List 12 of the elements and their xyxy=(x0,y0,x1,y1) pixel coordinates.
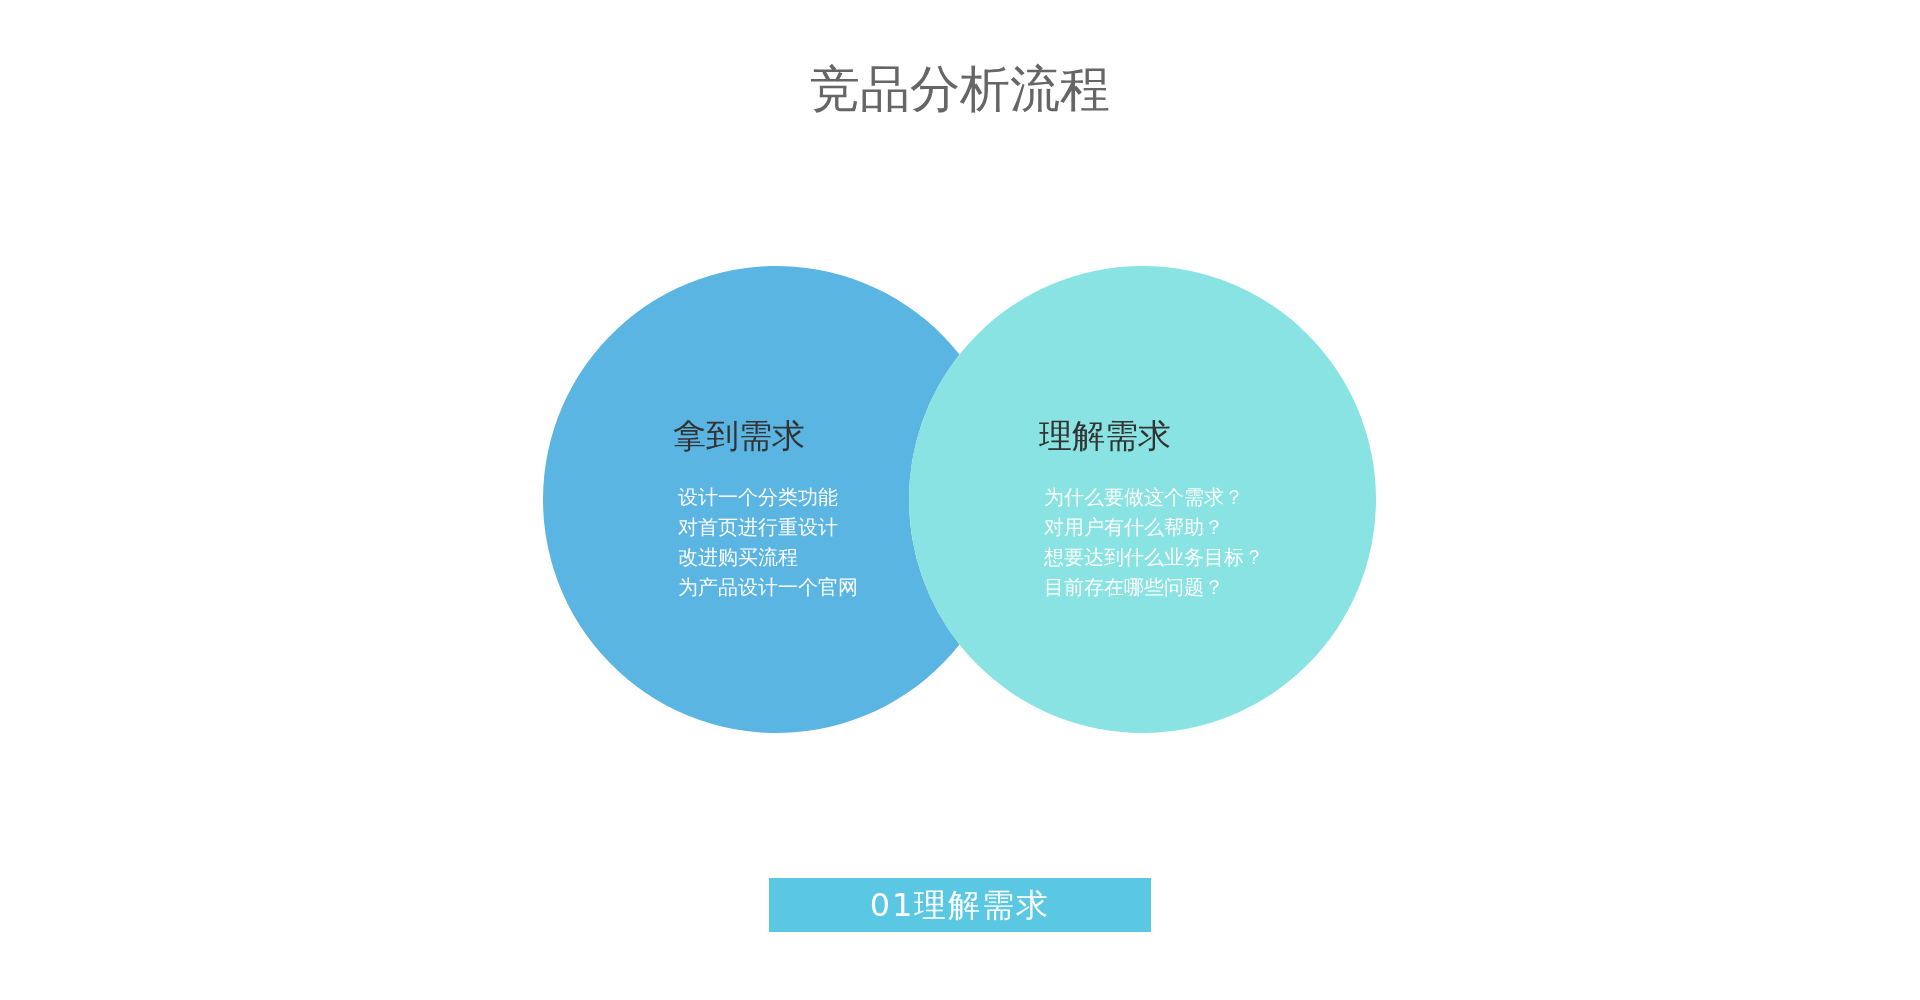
list-item: 为产品设计一个官网 xyxy=(678,574,858,600)
list-item: 改进购买流程 xyxy=(678,544,798,570)
list-item: 想要达到什么业务目标？ xyxy=(1044,544,1264,570)
page-title: 竞品分析流程 xyxy=(810,60,1110,118)
circle-heading: 拿到需求 xyxy=(673,416,805,456)
circle-heading: 理解需求 xyxy=(1039,416,1171,456)
list-item: 设计一个分类功能 xyxy=(678,484,838,510)
step-banner: 01理解需求 xyxy=(769,878,1151,932)
list-item: 目前存在哪些问题？ xyxy=(1044,574,1224,600)
list-item: 对用户有什么帮助？ xyxy=(1044,514,1224,540)
list-item: 对首页进行重设计 xyxy=(678,514,838,540)
list-item: 为什么要做这个需求？ xyxy=(1044,484,1244,510)
